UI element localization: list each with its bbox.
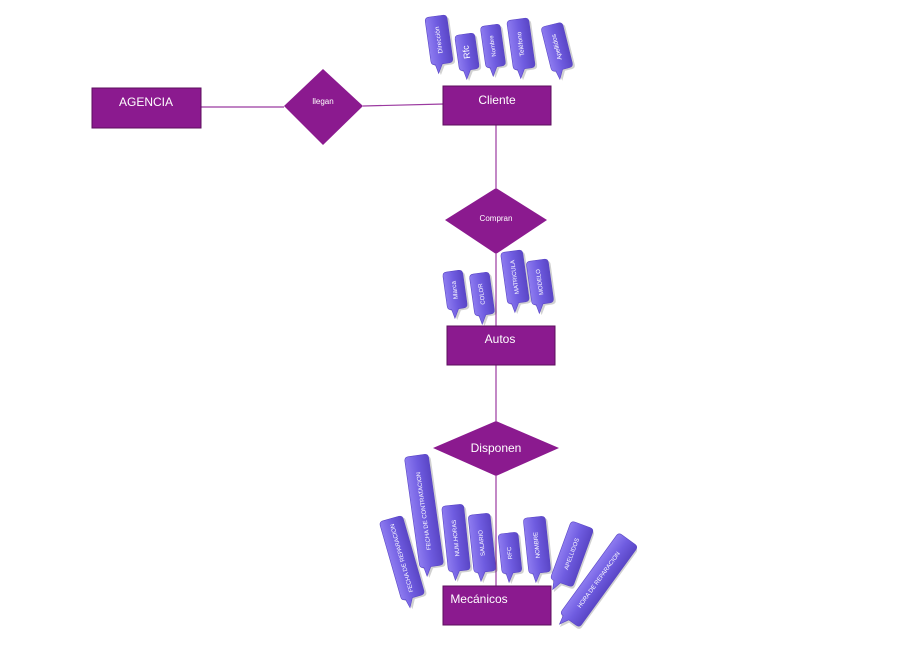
attribute-shape (454, 32, 480, 81)
attribute-shape (468, 513, 496, 583)
attribute-mecanicos-fecha-de-reparacion: FECHA DE REPARACION (379, 515, 427, 610)
relationship-disponen-label: Disponen (471, 441, 522, 455)
attribute-label: RFC (507, 546, 514, 560)
entity-agencia-label: AGENCIA (119, 95, 173, 109)
relationship-llegan: llegan (284, 69, 363, 145)
attribute-shape (498, 532, 522, 584)
attribute-label: Marca (450, 280, 459, 299)
attribute-shape (541, 22, 573, 81)
attribute-shape (506, 17, 536, 80)
relationship-compran-label: Compran (480, 214, 513, 223)
entity-autos: Autos (446, 325, 556, 366)
entity-agencia: AGENCIA (91, 87, 202, 129)
relationship-disponen: Disponen (433, 421, 559, 476)
attribute-mecanicos-salario: SALARIO (468, 513, 498, 584)
relationship-llegan-label: llegan (312, 97, 333, 106)
attribute-mecanicos-hora-de-reparacion: HORA DE REPARACION (558, 533, 638, 629)
attribute-shape (523, 516, 551, 584)
connectors (201, 103, 497, 586)
attribute-mecanicos-nombre: NOMBRE (523, 516, 553, 585)
attribute-mecanicos-rfc: RFC (498, 532, 524, 585)
attribute-shape (558, 533, 638, 627)
attribute-shape (500, 249, 530, 314)
attribute-autos-marca: Marca (442, 269, 470, 320)
entity-cliente: Cliente (442, 85, 552, 126)
attribute-mecanicos-fecha-de-contratacion: FECHA DE CONTRATACION (404, 454, 446, 578)
entity-mecanicos-label: Mecánicos (450, 592, 507, 606)
attribute-autos-matricula: MATRICULA (500, 249, 532, 315)
attribute-label: NOMBRE (533, 532, 542, 559)
attribute-label: NUM.HORAS (452, 519, 462, 556)
attribute-label: Dirección (434, 26, 445, 54)
entity-mecanicos: Mecánicos (442, 585, 552, 626)
attribute-shape (424, 14, 454, 75)
attribute-label: Nombre (489, 34, 498, 57)
attribute-shape (469, 272, 495, 326)
connector-llegan-cliente (362, 103, 445, 107)
attribute-cliente-direcci-n: Dirección (424, 14, 456, 76)
attribute-shape (550, 521, 594, 591)
attribute-cliente-nombre: Nombre (480, 24, 508, 78)
attribute-autos-color: COLOR (469, 272, 497, 326)
attribute-shape (379, 515, 425, 609)
entity-autos-label: Autos (485, 332, 516, 346)
relationship-compran: Compran (445, 188, 547, 254)
attribute-cliente-apellidos: Apellidos (541, 22, 575, 81)
entity-cliente-label: Cliente (478, 93, 516, 107)
attribute-label: MATRICULA (510, 260, 521, 295)
attribute-shape (480, 24, 506, 78)
attribute-shape (526, 258, 554, 315)
attribute-label: Rfc (460, 44, 472, 59)
attribute-shape (404, 454, 444, 578)
attribute-mecanicos-num-horas: NUM.HORAS (441, 504, 473, 583)
attribute-shape (442, 269, 468, 320)
attribute-mecanicos-apellidos: APELLIDOS (550, 521, 595, 593)
attribute-cliente-rfc: Rfc (454, 32, 482, 81)
attribute-autos-modelo: MODELO (526, 258, 556, 316)
attribute-cliente-tel-fono: Teléfono (506, 17, 538, 81)
attribute-label: Teléfono (516, 31, 526, 57)
attribute-label: COLOR (478, 282, 487, 305)
attribute-label: SALARIO (478, 529, 487, 556)
attribute-shape (441, 504, 471, 582)
attribute-label: MODELO (536, 268, 546, 295)
